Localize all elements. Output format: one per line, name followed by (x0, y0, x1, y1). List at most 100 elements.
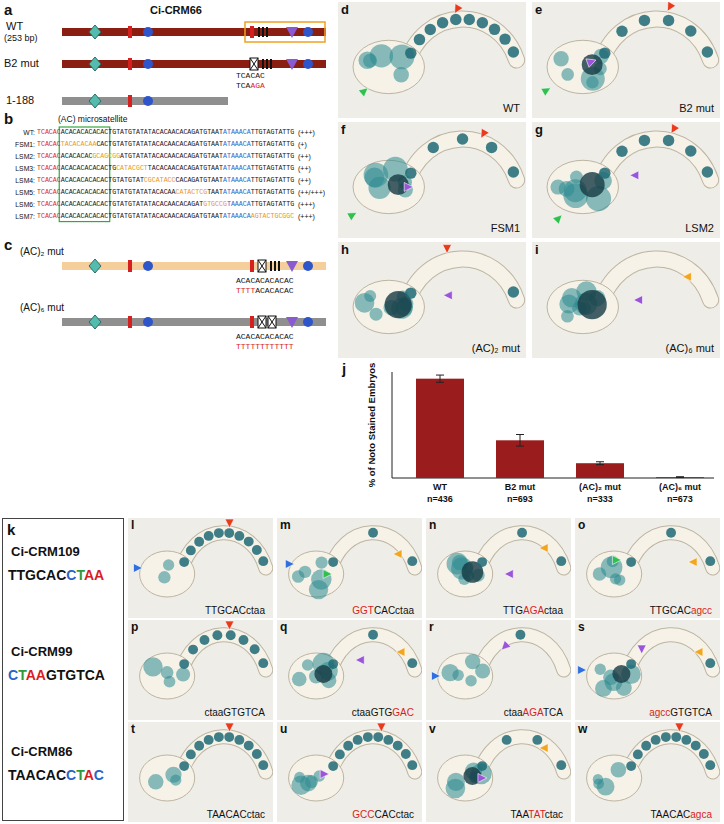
micrograph-panel: wTAACACagca (575, 722, 720, 822)
panel-letter: s (578, 621, 585, 635)
notochord-cell (368, 528, 378, 538)
error-bar (436, 382, 444, 383)
arrowhead (134, 564, 143, 573)
notochord-cell (186, 749, 196, 759)
embryo-head (289, 755, 344, 801)
binding-site-diamond (89, 315, 101, 329)
text-run: TTGCAC (8, 567, 66, 583)
binding-site-box (128, 316, 132, 328)
arrowhead (225, 621, 234, 630)
binding-site-diamond (89, 259, 101, 273)
arrowhead (667, 2, 675, 11)
arrowhead (539, 744, 548, 753)
text-run: ACACACAC (61, 153, 93, 160)
panel-label: TAACACagca (650, 809, 712, 821)
arrowhead (630, 171, 639, 180)
arrowhead (541, 88, 551, 96)
stain-blob (561, 68, 574, 81)
text-run: TCACAC (37, 201, 61, 208)
notochord-cell (343, 741, 353, 751)
activity-score: (+++) (298, 129, 315, 137)
embryo-head (547, 40, 618, 93)
notochord-cell (685, 25, 696, 36)
embryo-image (532, 242, 720, 358)
panel-letter: k (7, 521, 15, 538)
panel-label: (AC)₆ mut (666, 342, 714, 355)
micrograph-panel: lTTGCACctaa (128, 518, 273, 618)
panel-label: TAACACctac (207, 809, 265, 821)
construct-name: B2 mut (4, 57, 39, 70)
bar-label: (AC)₂ mut (579, 482, 621, 492)
notochord-cell (414, 34, 425, 45)
stain-blob (441, 664, 458, 681)
text-run: GAC (392, 707, 414, 718)
binding-site-triangle (286, 261, 298, 272)
notochord-cell (705, 658, 715, 668)
sequence-text: TTTTTTTTTTTT (236, 342, 294, 351)
embryo-head (587, 551, 642, 597)
notochord-cell (407, 556, 417, 566)
arrowhead (504, 570, 513, 579)
micrograph-panel: qctaaGTGGAC (277, 620, 422, 720)
panel-letter: f (341, 123, 345, 138)
notochord-cell (401, 749, 411, 759)
text-run: AA (84, 567, 104, 583)
sequence-row: TCACACACACACACACACTGCATACGCTTACACAACACAG… (37, 165, 294, 173)
stain-blob (611, 762, 627, 778)
text-run: TTTT (236, 286, 255, 295)
embryo-head (438, 653, 493, 699)
stain-blob (601, 556, 623, 578)
panel-label: B2 mut (679, 102, 714, 115)
embryo-head (353, 280, 424, 333)
binding-site-box (128, 58, 132, 70)
notochord-cell (685, 145, 696, 156)
notochord-cell (515, 630, 525, 640)
embryo-image (426, 518, 571, 618)
notochord-cell (407, 658, 417, 668)
construct-length: (253 bp) (4, 33, 38, 43)
panel-letter: h (341, 243, 349, 258)
arrowhead (612, 556, 621, 565)
micrograph-panel: eB2 mut (532, 2, 720, 118)
text-run: CACAGATGTAAT (176, 177, 223, 184)
construct-name: (AC)₆ mut (20, 302, 64, 314)
arrowhead (682, 272, 691, 281)
text-run: T (18, 667, 26, 683)
arrowhead (323, 570, 332, 579)
notochord-cell (188, 645, 198, 655)
notochord-cell (663, 135, 674, 146)
notochord-cell (179, 761, 189, 771)
error-bar (520, 435, 521, 447)
mutated-site (250, 58, 258, 70)
notochord-cell (258, 760, 268, 770)
notochord-cell (464, 14, 475, 25)
text-run: A (84, 767, 94, 783)
panel-label: ctaaGTGTCA (204, 707, 265, 719)
panel-letter: o (578, 519, 585, 533)
stain-blob (447, 773, 465, 791)
activity-score: (++) (298, 153, 311, 161)
notochord-cell (214, 732, 224, 742)
text-run: TACACAACACAGATGTAAT (148, 165, 223, 172)
micrograph-panel: nTTGAGActaa (426, 518, 571, 618)
sequence-text: TTTTACACACAC (236, 286, 294, 295)
mutated-site (268, 316, 276, 328)
embryo-image (277, 722, 422, 822)
mutant-name: LSM4: (15, 177, 35, 185)
arrowhead (675, 723, 684, 732)
panel-label: TTGCACagcc (650, 605, 712, 617)
motif-sequence: TAACACCTAC (8, 767, 104, 783)
arrowhead (225, 723, 234, 732)
text-run: C (8, 667, 18, 683)
text-run: CACctac (375, 809, 414, 820)
motif-sequence: TTGCACCTAA (8, 567, 104, 583)
sequence-text: ACACACACACAC (236, 276, 294, 285)
arrowhead (578, 666, 587, 675)
micrograph-panel: dWT (338, 2, 526, 118)
arrowhead (404, 182, 413, 191)
panel-letter: a (4, 1, 12, 18)
embryo-head (140, 755, 195, 801)
binding-site-bar (278, 261, 280, 271)
notochord-cell (204, 735, 214, 745)
notochord-cell (477, 17, 488, 28)
